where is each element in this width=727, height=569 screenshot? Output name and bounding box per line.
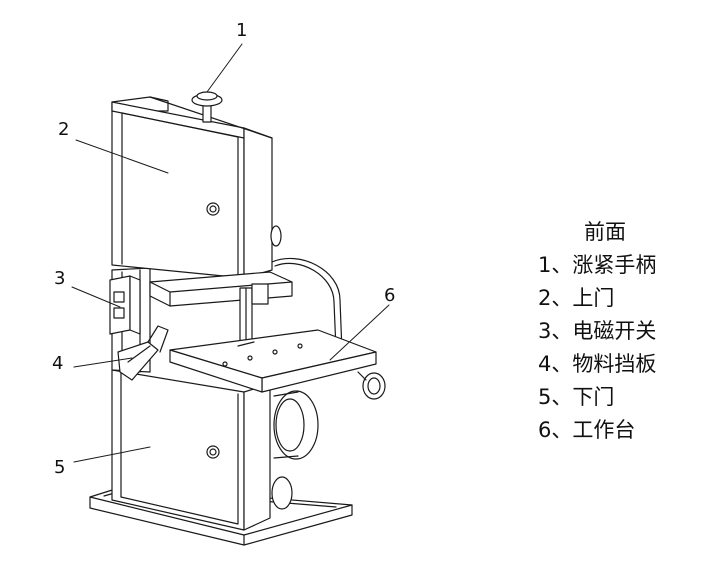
legend-item: 6、工作台 — [538, 414, 713, 447]
callout-3: 3 — [54, 268, 66, 289]
legend-item-number: 6 — [538, 418, 552, 442]
callout-5: 5 — [54, 457, 66, 478]
legend-item-number: 3 — [538, 319, 552, 343]
legend-item-text: 、工作台 — [551, 418, 636, 442]
legend-item-text: 、涨紧手柄 — [551, 253, 657, 277]
lower-body — [111, 369, 271, 531]
legend-item-number: 1 — [538, 253, 552, 277]
legend-item-text: 、上门 — [551, 286, 615, 310]
legend-item: 5、下门 — [538, 381, 713, 414]
magnetic-switch — [109, 275, 141, 335]
callout-1: 1 — [236, 20, 248, 41]
upper-body — [111, 96, 282, 279]
legend-item-text: 、物料挡板 — [551, 352, 657, 376]
callout-6: 6 — [384, 285, 396, 306]
legend-item-text: 、电磁开关 — [551, 319, 657, 343]
motor — [271, 390, 319, 510]
legend-item-text: 、下门 — [551, 385, 615, 409]
callout-2: 2 — [58, 119, 70, 140]
blade-guide — [149, 271, 293, 359]
material-fence — [117, 325, 169, 381]
legend-item-number: 5 — [538, 385, 552, 409]
legend-item-number: 4 — [538, 352, 552, 376]
legend-title: 前面 — [584, 220, 626, 244]
work-table — [169, 329, 377, 393]
legend-item: 1、涨紧手柄 — [538, 249, 713, 282]
callout-4: 4 — [52, 353, 64, 374]
leader-lines — [71, 43, 390, 463]
table-lock-knob — [357, 371, 386, 400]
tension-knob — [191, 91, 223, 123]
power-cable — [271, 257, 343, 353]
legend-item-number: 2 — [538, 286, 552, 310]
legend-item: 2、上门 — [538, 282, 713, 315]
parts-legend: 前面 1、涨紧手柄 2、上门 3、电磁开关 4、物料挡板 5、下门 6、工作台 — [538, 216, 713, 447]
legend-item: 4、物料挡板 — [538, 348, 713, 381]
legend-item: 3、电磁开关 — [538, 315, 713, 348]
